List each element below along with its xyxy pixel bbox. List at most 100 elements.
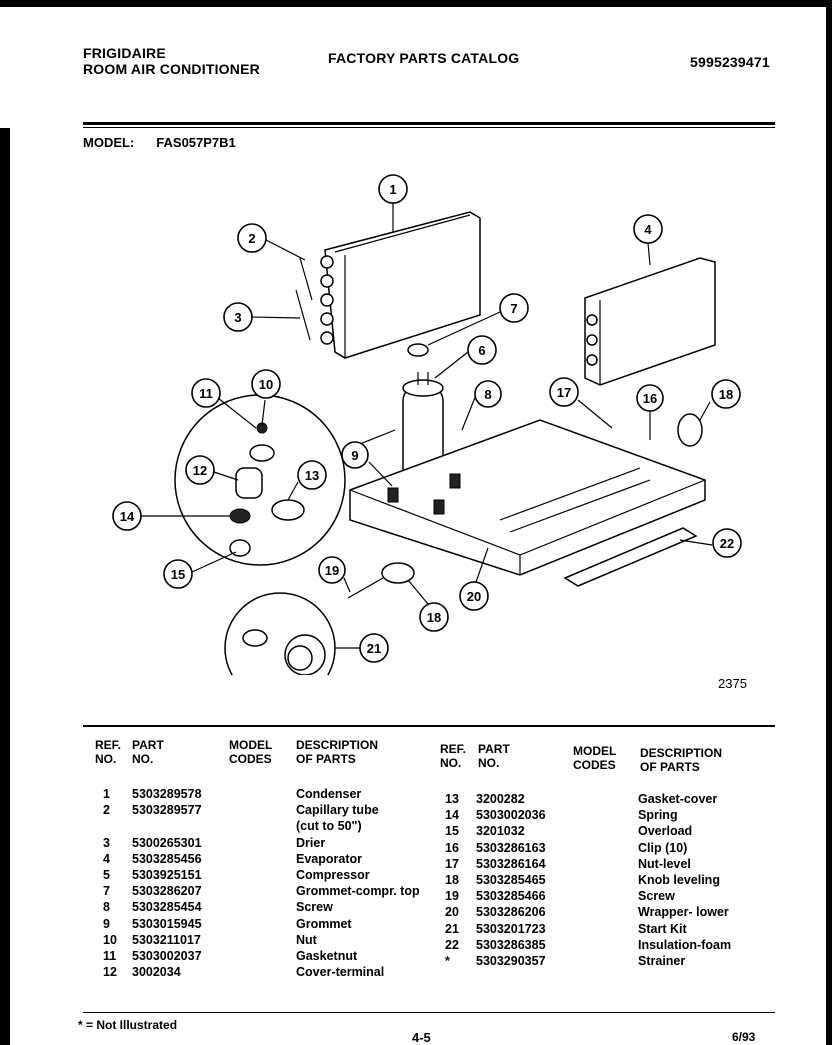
exploded-parts-diagram: 1 2 3 4 7 6 8 9 10 11 12 13 14 15 16 17 … [112,174,742,675]
header-ref-left: REF.NO. [95,738,122,766]
svg-text:16: 16 [643,391,657,406]
callout-17: 17 [549,377,579,407]
left-row-desc: Drier [296,835,326,850]
right-row-desc: Overload [638,824,693,839]
callout-12: 12 [185,455,215,485]
callout-20: 20 [459,581,489,611]
svg-text:18: 18 [427,610,441,625]
scan-edge-top [0,0,832,7]
svg-text:3: 3 [234,310,241,325]
left-row-part: 5303289578 [132,787,202,801]
callout-13: 13 [297,460,327,490]
right-row-desc: Gasket-cover [638,792,718,806]
left-row-part: 5303285456 [132,851,202,866]
right-row-ref: 20 [445,905,459,920]
footnote: * = Not Illustrated [78,1018,178,1032]
svg-text:8: 8 [484,387,491,402]
left-row-desc: Grommet-compr. top [296,884,420,899]
right-row-ref: 21 [445,921,459,936]
svg-text:21: 21 [367,641,381,656]
condenser-illustration [295,211,481,359]
svg-text:22: 22 [720,536,734,551]
right-row-desc: Start Kit [638,921,687,936]
right-row-desc: Wrapper- lower [638,905,729,920]
callout-1: 1 [378,174,408,204]
left-row-ref: 10 [103,932,117,947]
issue-date: 6/93 [732,1030,756,1044]
table-rule [83,725,775,727]
svg-text:1: 1 [389,182,396,197]
svg-text:20: 20 [467,589,481,604]
svg-text:15: 15 [171,567,185,582]
svg-text:11: 11 [199,386,213,401]
right-row-ref: 17 [445,856,459,871]
right-row-part: 3200282 [476,792,525,806]
left-row-ref: 2 [103,803,110,818]
left-row-ref: 3 [103,835,110,850]
left-row-desc: Gasketnut [296,949,358,963]
right-row-part: 5303201723 [476,921,546,936]
left-row-part: 5303286207 [132,884,202,899]
left-row-part: 5303211017 [132,932,201,947]
scan-edge-left [0,128,10,1045]
right-row-part: 5303285465 [476,873,546,887]
right-row-part: 5303286164 [476,856,546,871]
svg-text:18: 18 [719,387,733,402]
callout-4: 4 [633,214,663,244]
callout-8: 8 [474,380,502,408]
right-row-desc: Screw [638,889,675,904]
svg-text:19: 19 [325,563,339,578]
right-row-part: 5303290357 [476,954,546,968]
right-row-part: 5303286206 [476,905,546,920]
publication-number: 5995239471 [690,54,770,70]
right-row-ref: 16 [445,840,459,855]
header-rule [83,122,775,125]
model-line: MODEL:FAS057P7B1 [83,135,258,150]
callout-14: 14 [112,501,142,531]
callout-18-knob: 18 [711,379,741,409]
callout-16: 16 [636,384,664,412]
left-row-ref: 9 [103,916,110,931]
right-row-desc: Spring [638,808,678,823]
left-row-desc: Evaporator [296,851,362,866]
left-row-part: 5300265301 [132,835,202,850]
svg-text:13: 13 [305,468,319,483]
right-row-ref: 19 [445,889,459,904]
svg-text:14: 14 [120,509,135,524]
callout-22: 22 [712,528,742,558]
left-row-desc: Condenser [296,787,362,801]
svg-text:2: 2 [248,231,255,246]
base-pan-illustration [349,419,706,576]
svg-text:10: 10 [259,377,273,392]
right-row-part: 5303285466 [476,889,546,904]
left-row-desc: Screw [296,900,333,915]
svg-text:12: 12 [193,463,207,478]
grommet-illustration [407,343,429,357]
model-number: FAS057P7B1 [156,135,236,150]
left-row-ref: 4 [103,851,110,866]
scan-edge-right [826,0,832,1045]
svg-text:17: 17 [557,385,571,400]
leveling-knob-illustration [677,413,703,447]
right-row-ref: 13 [445,792,459,806]
start-kit-illustration [242,629,326,675]
callout-9: 9 [341,441,369,469]
callout-10: 10 [251,369,281,399]
right-row-ref: 14 [445,808,459,823]
left-row-desc: Nut [296,932,317,947]
insulation-foam-illustration [563,527,698,587]
header-ref-right: REF.NO. [440,742,467,770]
left-row-part: 5303285454 [132,900,202,915]
left-row-part: 5303015945 [132,916,202,931]
right-row-part: 5303286163 [476,840,546,855]
catalog-title: FACTORY PARTS CATALOG [328,50,520,66]
right-row-ref: * [445,954,450,968]
callout-6: 6 [467,335,497,365]
left-row-part: 3002034 [132,965,181,980]
right-row-part: 5303286385 [476,937,546,952]
